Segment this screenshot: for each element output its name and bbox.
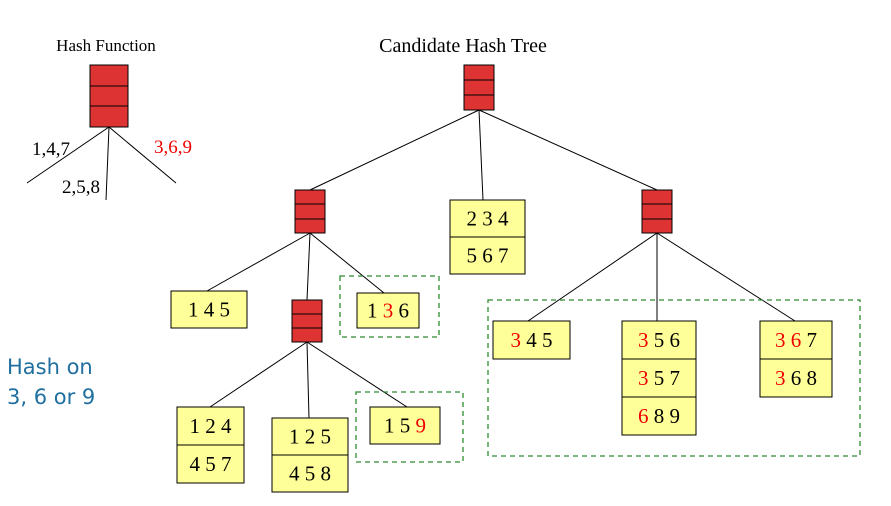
leaf-itemset-text: 4 5 8 (289, 462, 331, 486)
leaf-356-357-689: 3 5 6 3 5 7 6 8 9 (621, 320, 697, 436)
leaf-cell (271, 454, 349, 493)
leaf-234-567: 2 3 4 5 6 7 (449, 199, 526, 275)
leaf-cell (492, 320, 571, 360)
hash-branch-mid-line (105, 126, 110, 201)
highlight-box-right-subtree (487, 299, 861, 457)
leaf-itemset-text: 3 5 6 (638, 328, 680, 352)
leaf-cell (356, 292, 420, 329)
hash-branch-mid-label: 2,5,8 (62, 177, 100, 198)
leaf-itemset-text: 3 6 7 (775, 328, 817, 352)
leaf-125-458: 1 2 5 4 5 8 (271, 417, 349, 493)
leaf-itemset-text: 1 2 4 (190, 414, 233, 438)
leaf-itemset-text: 3 4 5 (511, 328, 553, 352)
hash-branch-right-label: 3,6,9 (154, 137, 192, 158)
left-hash-node (294, 189, 326, 234)
lower-left-hash-node (291, 299, 323, 343)
hash-function-title: Hash Function (56, 36, 156, 55)
leaf-cell (759, 320, 833, 360)
hash-branch-right-line (108, 126, 177, 184)
hash-branch-left-label: 1,4,7 (32, 139, 70, 160)
highlight-box-136 (339, 275, 440, 338)
leaf-cell (621, 358, 697, 398)
leaf-367-368: 3 6 7 3 6 8 (759, 320, 833, 398)
leaf-cell (170, 290, 248, 329)
right-hash-node (641, 189, 673, 234)
leaf-itemset-text: 1 5 9 (384, 414, 426, 438)
leaf-itemset-text: 1 2 5 (289, 425, 331, 449)
leaf-cell (759, 358, 833, 398)
leaf-cell (621, 396, 697, 436)
tree-title: Candidate Hash Tree (379, 35, 547, 57)
hash-function-node (89, 64, 129, 128)
tree-edges (206, 109, 796, 419)
highlight-box-159 (355, 391, 464, 463)
leaf-124-457: 1 2 4 4 5 7 (176, 406, 245, 484)
leaf-itemset-text: 4 5 7 (190, 452, 232, 476)
leaf-cell (369, 406, 441, 445)
leaf-345: 3 4 5 (492, 320, 571, 360)
side-note-line2: 3, 6 or 9 (7, 385, 95, 409)
leaf-itemset-text: 5 6 7 (467, 244, 509, 268)
root-hash-node (463, 64, 495, 111)
leaf-136: 1 3 6 (356, 292, 420, 329)
leaf-itemset-text: 3 5 7 (638, 366, 680, 390)
leaf-cell (271, 417, 349, 456)
leaf-cell (449, 236, 526, 275)
side-note-line1: Hash on (7, 355, 93, 379)
leaf-145: 1 4 5 (170, 290, 248, 329)
leaf-cell (176, 406, 245, 446)
leaf-itemset-text: 1 3 6 (367, 299, 409, 323)
leaf-cell (176, 444, 245, 484)
leaf-itemset-text: 6 8 9 (638, 404, 680, 428)
hash-branch-left-line (26, 126, 110, 184)
leaf-itemset-text: 2 3 4 (467, 207, 510, 231)
leaf-159: 1 5 9 (369, 406, 441, 445)
leaf-cell (621, 320, 697, 360)
leaf-itemset-text: 3 6 8 (775, 366, 817, 390)
leaf-itemset-text: 1 4 5 (188, 298, 230, 322)
